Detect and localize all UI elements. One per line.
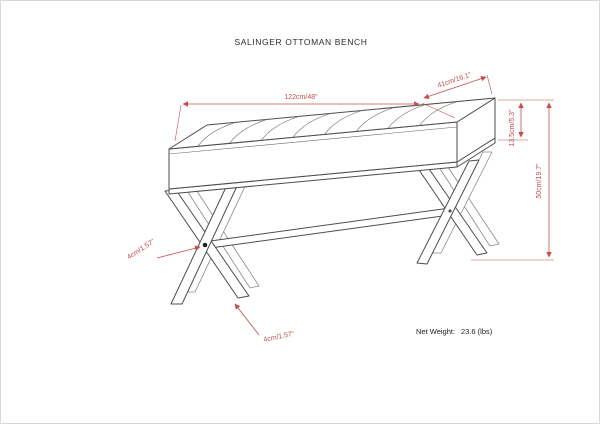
stretcher-bar (202, 207, 451, 250)
dim-width-extension-left (174, 104, 182, 142)
net-weight-label: Net Weight: (416, 327, 455, 336)
dim-depth: 41cm/16.1" (423, 71, 493, 100)
cushion-channel-seam (355, 107, 395, 132)
dim-leg-upper-leader (156, 245, 201, 259)
cushion-seam (168, 126, 458, 155)
net-weight: Net Weight: 23.6 (lbs) (416, 327, 493, 336)
cushion-channel-seam (229, 119, 268, 144)
dim-depth-line (423, 75, 487, 100)
dim-seat-thickness-label: 13.5cm/5.3" (509, 109, 516, 147)
dim-depth-label: 41cm/16.1" (437, 71, 473, 89)
dim-width: 122cm/48" (174, 94, 456, 142)
dim-leg-thickness-upper: 4cm/1.57" (126, 238, 201, 261)
cushion-channel-seam (324, 110, 363, 135)
dim-leg-thickness-upper-label: 4cm/1.57" (126, 238, 156, 261)
dim-width-label: 122cm/48" (284, 94, 318, 101)
cushion-channel-seam (292, 113, 331, 138)
cushion-channel-seam (387, 104, 426, 129)
page-title: SALINGER OTTOMAN BENCH (234, 37, 367, 47)
net-weight-value: 23.6 (lbs) (461, 327, 493, 336)
dim-overall-height: 50cm/19.7" (471, 102, 554, 261)
dim-leg-lower-leader (234, 303, 260, 336)
dim-overall-height-label: 50cm/19.7" (536, 163, 543, 199)
dim-width-extension-right (421, 102, 456, 119)
leg-bolt (448, 209, 452, 213)
dim-leg-thickness-lower: 4cm/1.57" (234, 303, 296, 344)
cushion-channel-seam (197, 122, 236, 147)
dim-seat-thickness: 13.5cm/5.3" (498, 99, 554, 147)
right-front-leg-bar (416, 159, 480, 265)
dim-depth-extension (486, 74, 493, 95)
cushion-top-face (168, 97, 496, 150)
leg-bolt (202, 242, 208, 248)
dim-leg-thickness-lower-label: 4cm/1.57" (263, 330, 296, 343)
cushion-channel-seam (260, 116, 300, 141)
cushion-channel-seam (419, 101, 458, 126)
cushion-channel-seams (197, 101, 458, 147)
bench-drawing (164, 97, 500, 305)
